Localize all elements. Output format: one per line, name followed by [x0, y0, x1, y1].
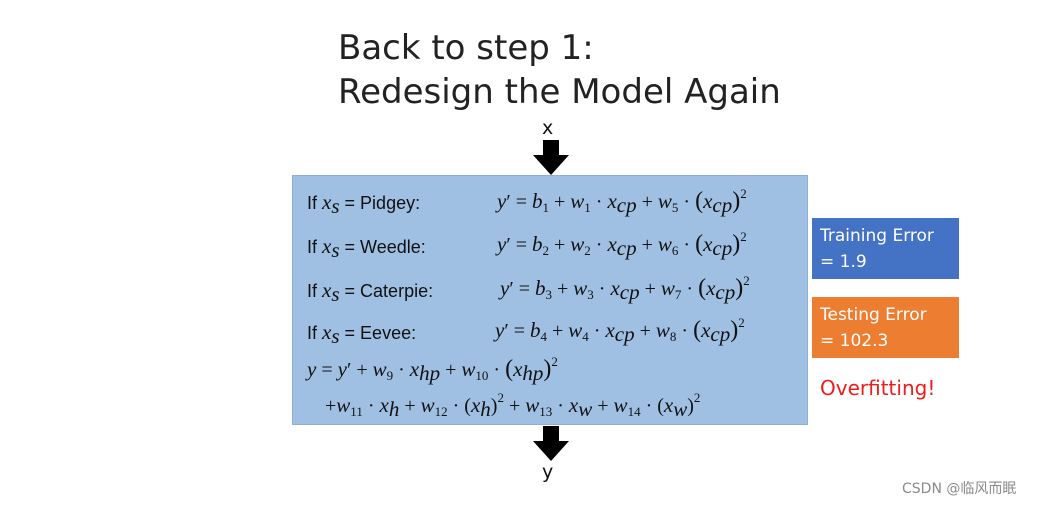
eq3-b-index: 3 — [545, 287, 552, 302]
down-arrow-icon-output — [533, 426, 569, 461]
model-row-4: If xs = Eevee: — [307, 320, 416, 349]
input-label: x — [542, 117, 554, 139]
final-w12-index: 12 — [434, 404, 448, 419]
eq1-wa-index: 1 — [584, 200, 591, 215]
eq2-wa-index: 2 — [584, 243, 591, 258]
equation-4: y′ = b4 + w4 · xcp + w8 · (xcp)2 — [495, 315, 745, 346]
overfitting-label: Overfitting! — [820, 376, 936, 400]
slide-title: Back to step 1: Redesign the Model Again — [338, 26, 781, 114]
eq3-wa-index: 3 — [587, 287, 594, 302]
final-equation-line-1: y = y′ + w9 · xhp + w10 · (xhp)2 — [307, 354, 558, 385]
final-w11-index: 11 — [350, 404, 363, 419]
eq1-b-index: 1 — [542, 200, 549, 215]
training-error-badge: Training Error = 1.9 — [812, 218, 959, 279]
title-line-2: Redesign the Model Again — [338, 72, 781, 112]
condition-3: If xs = Caterpie: — [307, 278, 434, 306]
condition-label-4: Eevee: — [360, 323, 417, 343]
eq1-wb-index: 5 — [671, 200, 679, 215]
model-row-3: If xs = Caterpie: — [307, 278, 433, 307]
equation-2: y′ = b2 + w2 · xcp + w6 · (xcp)2 — [497, 229, 747, 260]
condition-label-3: Caterpie: — [360, 281, 434, 301]
condition-label-1: Pidgey: — [360, 193, 421, 213]
down-arrow-icon-input — [533, 140, 569, 175]
eq4-b-index: 4 — [540, 329, 547, 344]
condition-label-2: Weedle: — [360, 237, 426, 257]
condition-1: If xs = Pidgey: — [307, 190, 421, 218]
final-w14-index: 14 — [627, 404, 641, 419]
equation-1: y′ = b1 + w1 · xcp + w5 · (xcp)2 — [497, 186, 747, 217]
model-row-2: If xs = Weedle: — [307, 234, 426, 263]
eq4-wa-index: 4 — [582, 329, 589, 344]
title-line-1: Back to step 1: — [338, 28, 594, 68]
output-label: y — [542, 461, 554, 483]
final-w13-index: 13 — [539, 404, 553, 419]
eq2-b-index: 2 — [542, 243, 549, 258]
eq2-wb-index: 6 — [671, 243, 679, 258]
condition-4: If xs = Eevee: — [307, 320, 417, 348]
watermark: CSDN @临风而眠 — [902, 481, 1017, 497]
equation-3: y′ = b3 + w3 · xcp + w7 · (xcp)2 — [500, 273, 750, 304]
eq3-wb-index: 7 — [674, 287, 682, 302]
condition-2: If xs = Weedle: — [307, 234, 426, 262]
model-row-1: If xs = Pidgey: — [307, 190, 420, 219]
training-error-title: Training Error — [820, 226, 934, 246]
final-w10-index: 10 — [475, 368, 489, 383]
testing-error-title: Testing Error — [820, 305, 927, 325]
final-w9-index: 9 — [386, 368, 394, 383]
training-error-value: = 1.9 — [820, 252, 867, 272]
testing-error-value: = 102.3 — [820, 331, 889, 351]
testing-error-badge: Testing Error = 102.3 — [812, 297, 959, 358]
model-box: If xs = Pidgey: y′ = b1 + w1 · xcp + w5 … — [292, 175, 808, 425]
final-equation-line-2: +w11 · xh + w12 · (xh)2 + w13 · xw + w14… — [325, 390, 701, 421]
eq4-wb-index: 8 — [669, 329, 677, 344]
